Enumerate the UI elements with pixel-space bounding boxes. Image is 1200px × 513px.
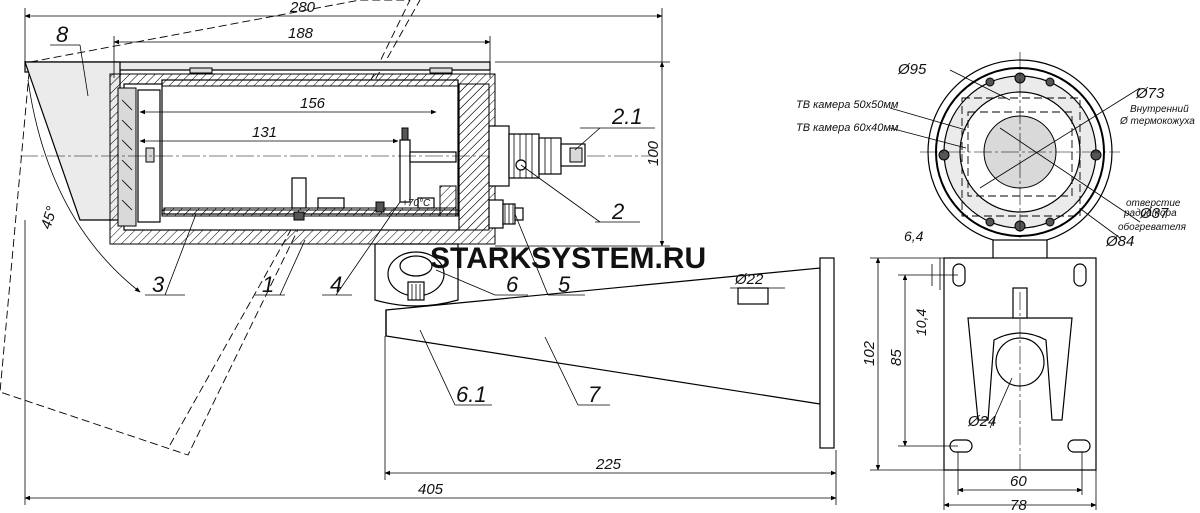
dim-6-4: 6,4 — [904, 228, 924, 244]
note-temp: +70°C — [402, 198, 431, 209]
front-view — [889, 52, 1141, 471]
sunshield-front — [24, 61, 121, 221]
callout-3: 3 — [152, 272, 165, 297]
side-view — [0, 0, 835, 456]
dim-156: 156 — [300, 95, 326, 112]
dim-24: Ø24 — [967, 413, 996, 430]
dim-405: 405 — [418, 481, 444, 498]
callout-8: 8 — [56, 22, 69, 47]
note-hole-1: отверстие — [1126, 198, 1181, 209]
note-hole-2: радиатора — [1123, 208, 1177, 219]
dim-85: 85 — [888, 349, 905, 366]
callout-7: 7 — [588, 382, 601, 407]
note-tv-50: ТВ камера 50х50мм — [796, 99, 899, 111]
note-inner-1: Внутренний — [1130, 104, 1189, 115]
dim-37: Ø37 — [1139, 205, 1169, 222]
callout-2: 2 — [611, 199, 624, 224]
dim-188: 188 — [288, 25, 314, 42]
note-tv-60: ТВ камера 60х40мм — [796, 122, 899, 134]
note-inner-2: Ø термокожуха — [1119, 116, 1195, 127]
callout-1: 1 — [262, 272, 274, 297]
dimension-lines — [24, 8, 1097, 510]
dim-73: Ø73 — [1135, 85, 1165, 102]
swivel-head-6 — [374, 243, 459, 307]
connector-2-1 — [538, 137, 586, 175]
dim-280: 280 — [289, 0, 316, 16]
watermark: STARKSYSTEM.RU — [430, 242, 706, 275]
dim-84: Ø84 — [1105, 233, 1134, 250]
dim-100: 100 — [645, 140, 662, 166]
front-glass — [117, 87, 137, 227]
callout-6: 6 — [506, 272, 519, 297]
dim-131: 131 — [252, 124, 277, 141]
callout-6-1: 6.1 — [456, 382, 487, 407]
dim-60: 60 — [1010, 473, 1027, 490]
dim-10-4: 10,4 — [913, 309, 929, 336]
thermostat — [399, 139, 411, 203]
dim-225: 225 — [595, 456, 622, 473]
dim-angle: 45° — [38, 204, 61, 231]
dim-78: 78 — [1010, 497, 1027, 513]
dim-95: Ø95 — [897, 61, 927, 78]
note-hole-3: обогревателя — [1118, 221, 1187, 233]
cable-gland-5 — [488, 199, 524, 229]
dim-102: 102 — [861, 340, 878, 366]
dim-hole-22: Ø22 — [734, 271, 764, 288]
callout-4: 4 — [330, 272, 342, 297]
wall-plate-side — [819, 257, 835, 449]
connector-2 — [488, 125, 540, 187]
callout-5: 5 — [558, 272, 571, 297]
callout-leaders — [50, 44, 655, 406]
callout-2-1: 2.1 — [611, 104, 643, 129]
